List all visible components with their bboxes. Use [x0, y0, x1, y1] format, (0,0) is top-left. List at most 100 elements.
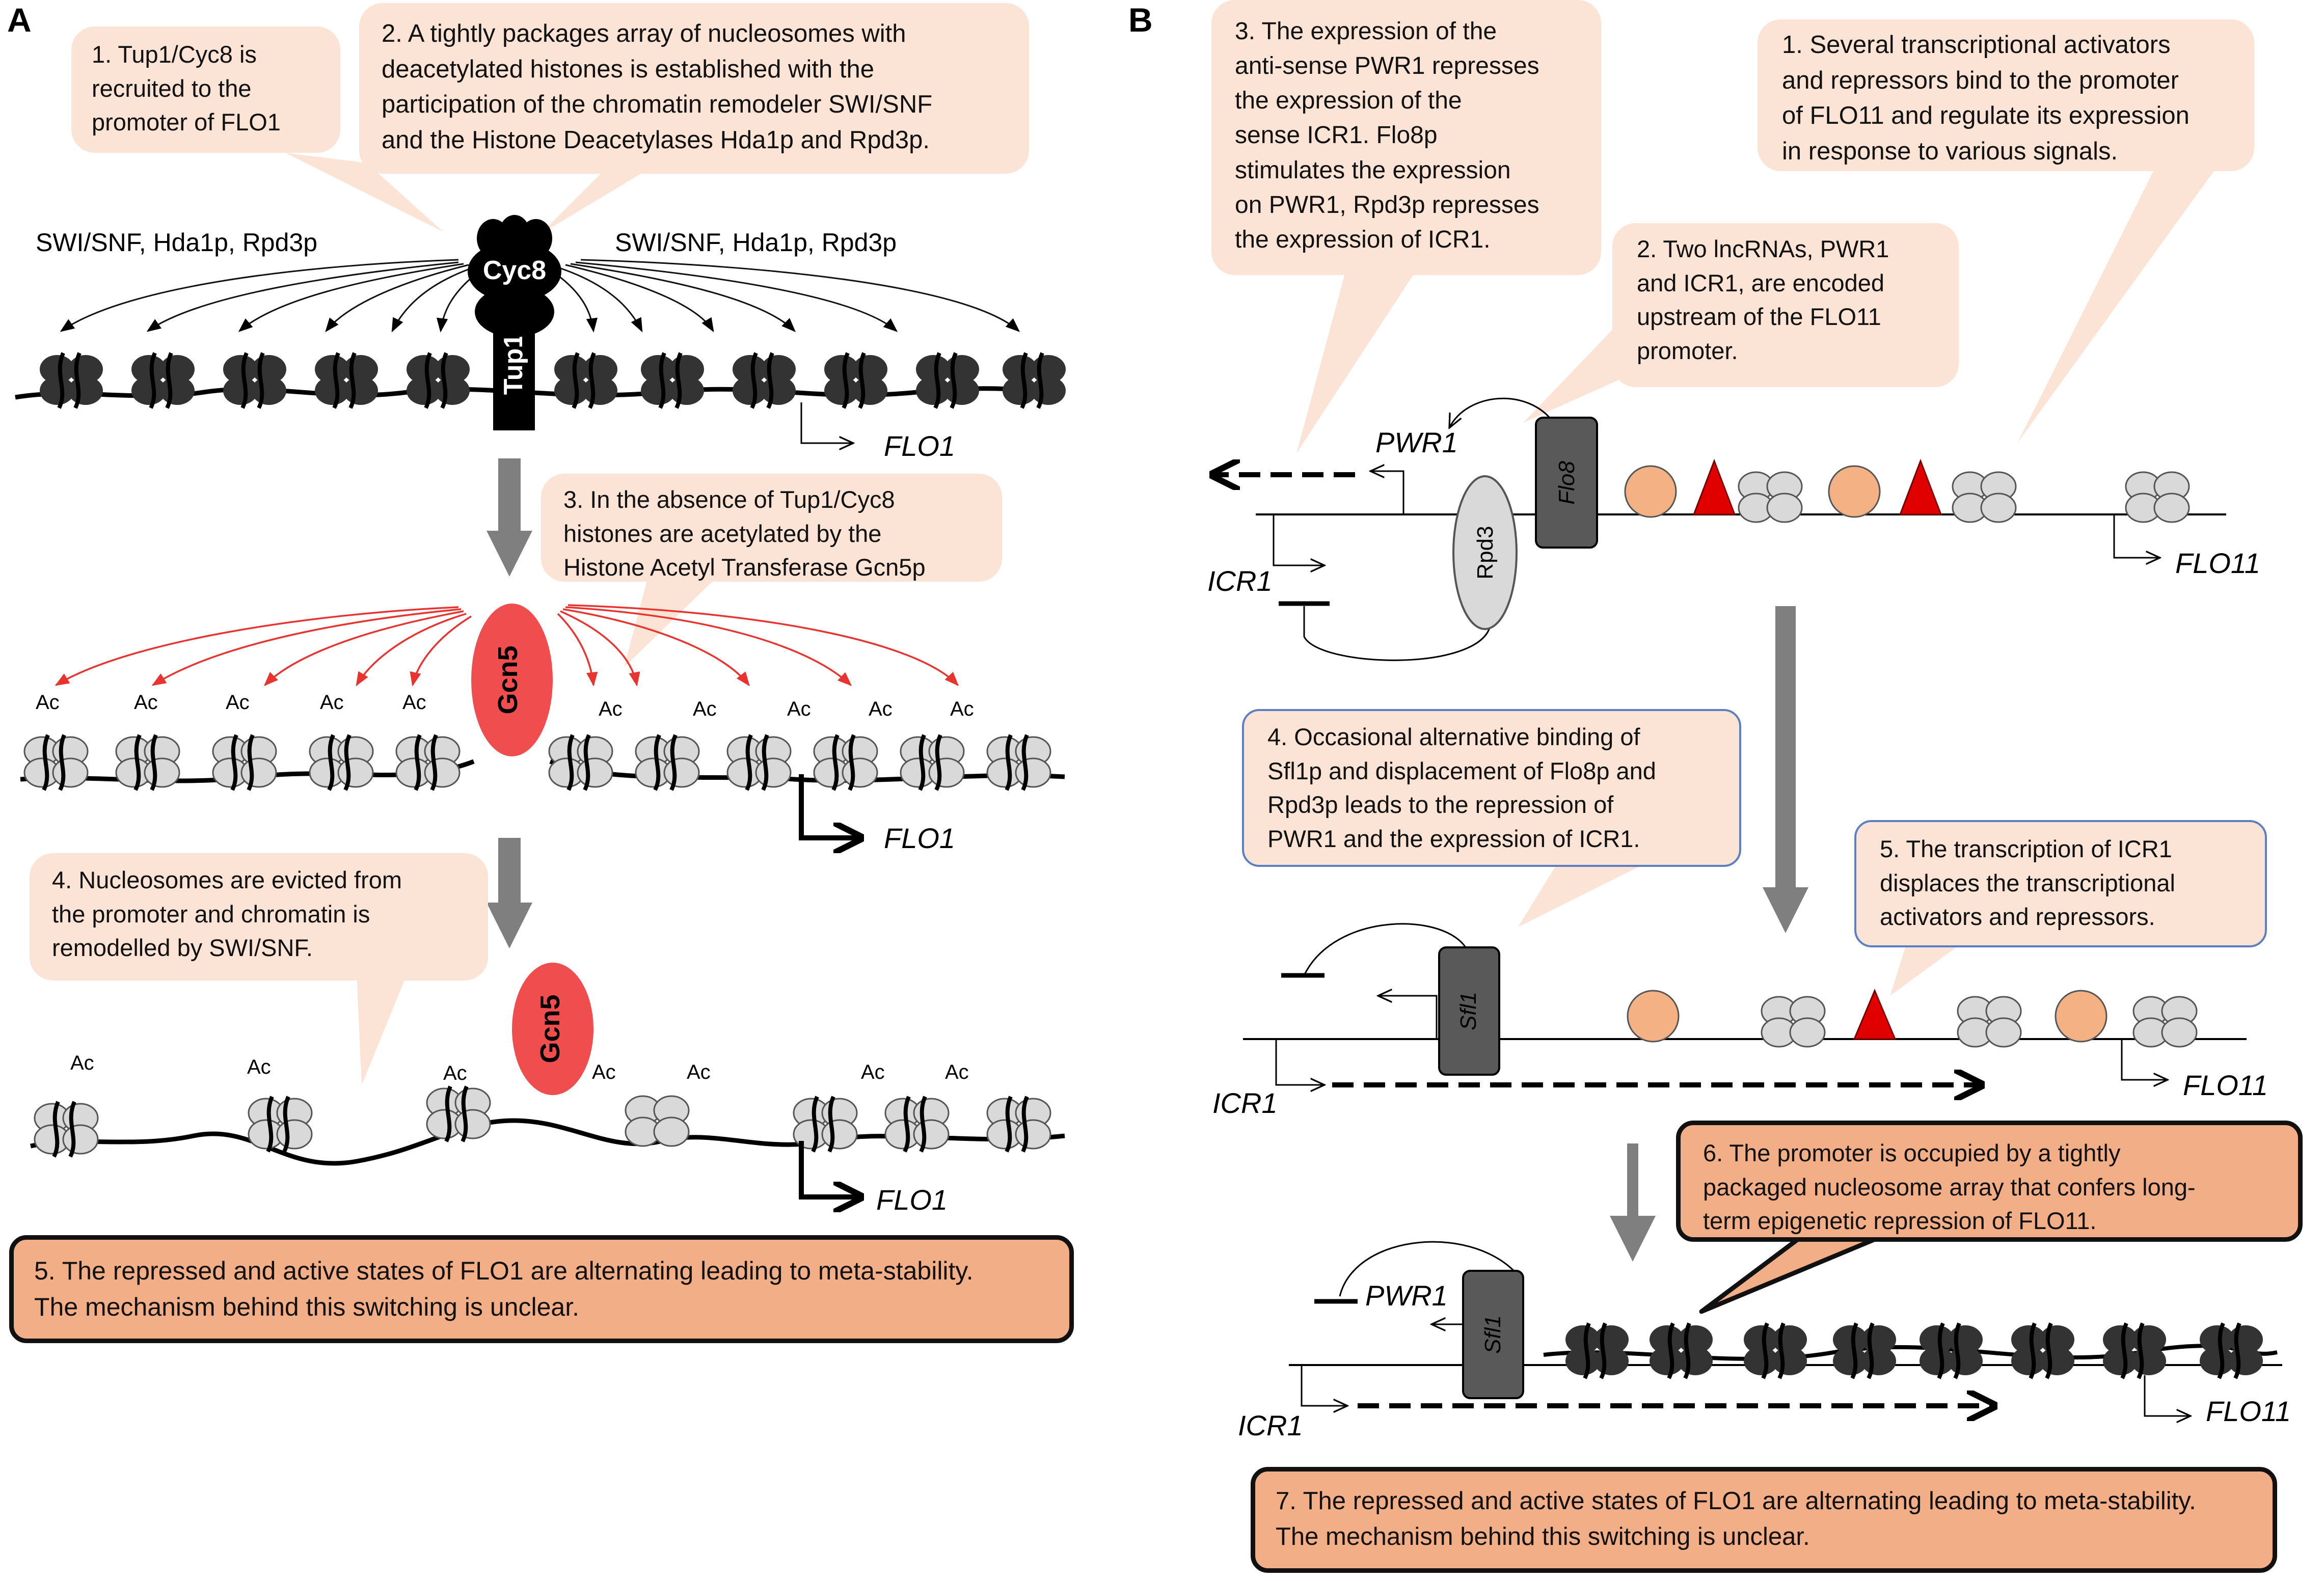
nucleosome	[813, 734, 878, 791]
callout-a3: 3. In the absence of Tup1/Cyc8 histones …	[541, 474, 1002, 582]
acetyl-marks-a3: Ac Ac Ac Ac Ac Ac Ac	[70, 1052, 969, 1084]
acetyl-mark: Ac	[787, 698, 811, 720]
callout-b2-text: 2. Two lncRNAs, PWR1 and ICR1, are encod…	[1637, 235, 1889, 365]
icr1-tss-2	[1275, 1039, 1325, 1085]
callout-b4: 4. Occasional alternative binding of Sfl…	[1242, 709, 1741, 867]
callout-a1-text: 1. Tup1/Cyc8 is recruited to the promote…	[92, 41, 281, 136]
nucleosome	[407, 352, 470, 409]
acetyl-mark: Ac	[945, 1061, 969, 1083]
callout-b6-text: 6. The promoter is occupied by a tightly…	[1703, 1139, 2196, 1235]
nucleosome	[426, 1085, 491, 1142]
acetyl-mark: Ac	[599, 698, 623, 720]
nucleosome	[1952, 471, 2017, 523]
nucleosome	[733, 352, 796, 409]
panel-a-letter: A	[7, 1, 32, 39]
nucleosome	[1957, 996, 2022, 1048]
nucleosome	[395, 734, 461, 791]
callout-a3-text: 3. In the absence of Tup1/Cyc8 histones …	[563, 486, 926, 581]
nucleosome	[625, 1095, 690, 1147]
callout-b3-pointer	[1296, 255, 1426, 453]
rpd3-repression-arc	[1303, 606, 1491, 661]
nucleosome	[641, 352, 704, 409]
flo11-tss-2	[2121, 1039, 2168, 1080]
callout-b3-text: 3. The expression of the anti-sense PWR1…	[1235, 18, 1539, 253]
flo1-label-2: FLO1	[884, 822, 955, 854]
flo11-tss-1	[2113, 514, 2160, 558]
acetyl-mark: Ac	[247, 1056, 271, 1078]
nucleosome	[309, 734, 374, 791]
flo1-tss-arrow-3	[799, 1141, 861, 1197]
callout-b5-pointer	[1890, 947, 1956, 996]
acetylation-arrows	[55, 604, 959, 687]
activator-circle	[2055, 990, 2107, 1043]
acetyl-mark: Ac	[950, 698, 974, 720]
tup1-cyc8-complex: Tup1 Cyc8	[468, 215, 561, 430]
icr1-label-2: ICR1	[1212, 1087, 1278, 1119]
acetyl-mark: Ac	[443, 1062, 467, 1084]
rpd3-label: Rpd3	[1473, 526, 1498, 579]
callout-b4-pointer	[1518, 861, 1651, 927]
callout-a2: 2. A tightly packages array of nucleosom…	[359, 3, 1029, 174]
sfl1-label-1: Sfl1	[1456, 992, 1481, 1030]
pwr1-label-2: PWR1	[1365, 1279, 1448, 1312]
sfl1-protein-2	[1462, 1270, 1524, 1399]
callout-b1: 1. Several transcriptional activators an…	[1758, 19, 2254, 171]
acetyl-mark: Ac	[592, 1061, 616, 1083]
gcn5-protein	[471, 604, 553, 756]
pwr1-tss-1	[1370, 471, 1404, 514]
sfl1-protein	[1438, 946, 1500, 1076]
nucleosome	[2200, 1322, 2263, 1379]
acetyl-mark: Ac	[869, 698, 893, 720]
nucleosome	[1761, 996, 1826, 1048]
callout-a4: 4. Nucleosomes are evicted from the prom…	[30, 853, 488, 980]
nucleosome	[23, 734, 89, 791]
nucleosome	[115, 734, 180, 791]
nucleosome	[635, 734, 700, 791]
nucleosome-array-a1	[40, 352, 1066, 409]
callout-b7-text: 7. The repressed and active states of FL…	[1276, 1487, 2196, 1550]
acetyl-mark: Ac	[687, 1061, 711, 1083]
activator-circle	[1624, 465, 1677, 518]
nucleosome	[1003, 352, 1066, 409]
nucleosome	[986, 734, 1051, 791]
nucleosome	[1565, 1322, 1629, 1379]
acetyl-mark: Ac	[226, 691, 250, 714]
callout-a4-text: 4. Nucleosomes are evicted from the prom…	[52, 866, 402, 962]
callout-a2-text: 2. A tightly packages array of nucleosom…	[382, 20, 933, 154]
flo1-tss-arrow-2	[799, 774, 861, 838]
nucleosome	[131, 352, 195, 409]
nucleosome	[1650, 1322, 1713, 1379]
gcn5-label-b: Gcn5	[535, 994, 565, 1063]
nucleosome	[40, 352, 103, 409]
flo11-label-3: FLO11	[2206, 1395, 2291, 1427]
nucleosome	[548, 734, 613, 791]
nucleosome	[1738, 471, 1803, 523]
gcn5-protein-b	[512, 963, 593, 1095]
repressor-triangle	[1692, 458, 1736, 515]
callout-b1-text: 1. Several transcriptional activators an…	[1782, 31, 2190, 165]
swi-snf-label-right: SWI/SNF, Hda1p, Rpd3p	[615, 228, 897, 257]
callout-b6-pointer	[1699, 1233, 1887, 1314]
acetyl-mark: Ac	[36, 691, 60, 714]
panel-b-letter: B	[1128, 1, 1153, 39]
acetyl-mark: Ac	[320, 691, 344, 714]
acetyl-mark: Ac	[134, 691, 158, 714]
icr1-tss-1	[1273, 514, 1325, 565]
callout-a1: 1. Tup1/Cyc8 is recruited to the promote…	[71, 26, 340, 153]
tup1-label: Tup1	[499, 334, 528, 395]
nucleosome	[884, 1096, 950, 1153]
nucleosome	[2132, 996, 2198, 1048]
nucleosome-array-b3	[1565, 1322, 2263, 1379]
nucleosome	[2125, 471, 2190, 523]
flo1-label-3: FLO1	[876, 1184, 948, 1216]
callout-b6: 6. The promoter is occupied by a tightly…	[1676, 1121, 2303, 1242]
callout-a4-pointer	[357, 973, 408, 1085]
callout-a3-pointer	[624, 581, 713, 667]
cyc8-label: Cyc8	[483, 256, 546, 285]
repressor-triangle	[1899, 458, 1942, 515]
callout-a2-pointer	[540, 173, 642, 234]
nucleosome	[986, 1096, 1051, 1153]
callout-a5-summary: 5. The repressed and active states of FL…	[9, 1235, 1074, 1343]
